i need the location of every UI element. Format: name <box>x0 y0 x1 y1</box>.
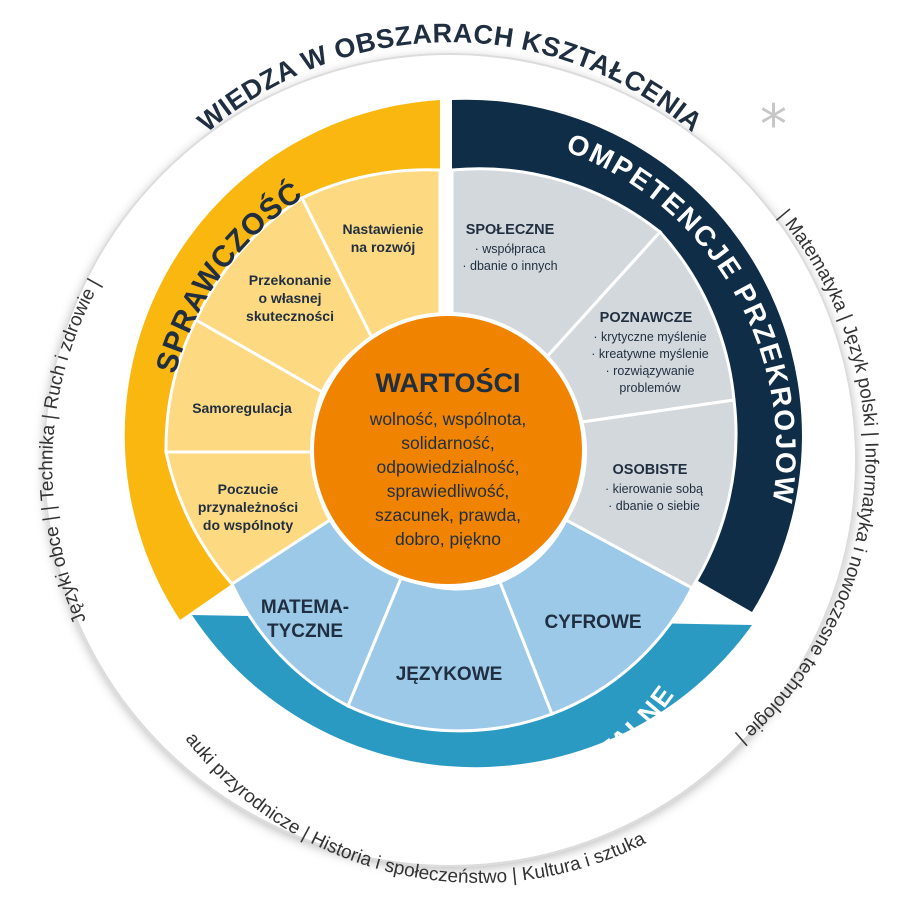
przekrojowe-segment-title: SPOŁECZNE <box>466 222 555 238</box>
center-value-line: wolność, wspólnota, <box>369 409 527 429</box>
center-value-line: sprawiedliwość, <box>387 481 510 501</box>
sprawczosc-segment-label: Przekonanie <box>249 272 332 288</box>
center-value-line: odpowiedzialność, <box>376 457 519 477</box>
sprawczosc-segment-label: o własnej <box>258 290 321 306</box>
center-values: wolność, wspólnota, solidarność, odpowiedz… <box>369 409 527 549</box>
sprawczosc-segment-label: na rozwój <box>351 239 416 255</box>
przekrojowe-segment-item: · kreatywne myślenie <box>591 347 708 361</box>
sprawczosc-segment-label: Nastawienie <box>343 221 424 237</box>
przekrojowe-segment-title: OSOBISTE <box>613 462 688 478</box>
center-value-line: szacunek, prawda, <box>375 505 521 525</box>
sprawczosc-segment-label: Samoregulacja <box>192 400 292 416</box>
przekrojowe-segment-title: POZNAWCZE <box>600 310 693 326</box>
przekrojowe-segments <box>450 167 738 590</box>
fundamentalne-segments <box>230 517 694 733</box>
przekrojowe-segment-item: problemów <box>619 381 681 395</box>
sprawczosc-segment-label: do wspólnoty <box>203 517 293 533</box>
center-value-line: solidarność, <box>401 433 494 453</box>
sprawczosc-segment-label: Poczucie <box>218 481 279 497</box>
fundamentalne-segment-label: MATEMA- <box>261 597 349 618</box>
fundamentalne-segment-label: TYCZNE <box>267 621 343 642</box>
sprawczosc-segment-label: skuteczności <box>246 308 334 324</box>
center-value-line: dobro, piękno <box>395 529 501 549</box>
fundamentalne-segment-label: JĘZYKOWE <box>396 664 503 685</box>
przekrojowe-segment-item: · rozwiązywanie <box>606 364 695 378</box>
wartosci-center <box>310 312 586 588</box>
przekrojowe-segment-item: · dbanie o siebie <box>608 499 700 513</box>
przekrojowe-segment-item: · kierowanie sobą <box>605 482 703 496</box>
segment-cyfrowe <box>498 517 694 716</box>
asterisk-icon: * <box>760 93 787 156</box>
przekrojowe-segment-item: · dbanie o innych <box>462 259 557 273</box>
center-title: WARTOŚCI <box>375 367 520 398</box>
przekrojowe-segment-item: · współpraca <box>475 242 546 256</box>
fundamentalne-segment-label: CYFROWE <box>544 612 641 633</box>
przekrojowe-segment-item: · krytyczne myślenie <box>593 330 706 344</box>
sprawczosc-segment-label: przynależności <box>198 499 298 515</box>
